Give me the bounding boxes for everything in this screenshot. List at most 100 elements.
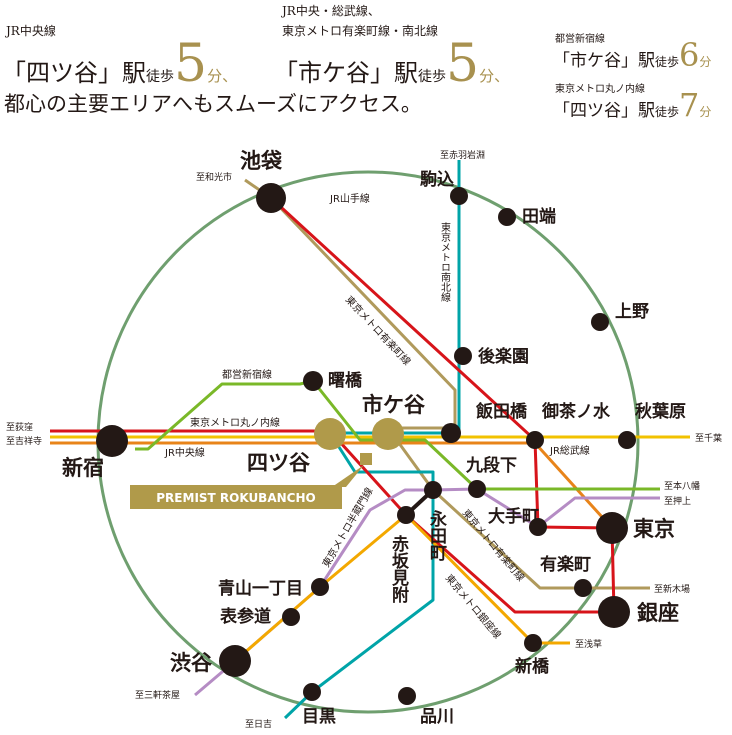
station-korakuen: 後楽園 [478,346,529,367]
line-label-sobu: JR総武線 [549,444,590,457]
ichigaya-shinjuku-line-label: 都営新宿線 [555,34,605,45]
tagline: 都心の主要エリアへもスムーズにアクセス。 [4,92,422,116]
ichigaya-lines-label-1: JR中央・総武線、 [282,4,380,18]
walk-minutes: 5 [174,34,208,94]
station-marker-tokyo[interactable] [596,512,628,544]
station-aoyama-itchome: 青山一丁目 [218,578,303,599]
walk-label: 徒歩 [418,69,446,85]
walk-minutes: 7 [679,86,700,124]
station-ichigaya: 市ケ谷 [362,392,426,417]
station-name: 「四ツ谷」駅 [553,101,655,121]
minutes-unit: 分 [699,105,712,119]
station-omotesando: 表参道 [220,606,271,627]
station-marker-shinbashi[interactable] [524,634,542,652]
yotsuya-jr-access: 「四ツ谷」駅徒歩5分、 [2,38,237,90]
station-yotsuya: 四ツ谷 [247,450,311,475]
yurakucho-line-south [386,427,650,590]
station-otemachi: 大手町 [488,506,539,527]
property-name: PREMIST ROKUBANCHO [156,491,315,505]
station-marker-shibuya[interactable] [219,645,251,677]
station-marker-shinjuku[interactable] [96,425,128,457]
station-name: 「市ケ谷」駅 [553,51,655,71]
yotsuya-jr-line-label: JR中央線 [6,24,56,38]
dest-kichijoji: 至吉祥寺 [6,435,42,447]
namboku-line [283,160,461,720]
dest-oshiage: 至押上 [664,495,691,507]
station-marker-akebonobashi[interactable] [303,371,323,391]
station-kudanshita: 九段下 [465,455,517,476]
property-location-marker [360,453,372,465]
walk-label: 徒歩 [655,105,680,119]
station-marker-yurakucho[interactable] [574,579,592,597]
station-shinagawa: 品川 [420,707,454,727]
minutes-unit: 分、 [207,67,238,85]
station-ikebukuro: 池袋 [240,148,283,173]
line-label-yurakucho: 東京メトロ有楽町線 [343,293,414,368]
dest-wakoshi: 至和光市 [196,171,232,183]
station-meguro: 目黒 [302,707,336,727]
station-marker-meguro[interactable] [303,683,321,701]
dest-sangenjaya: 至三軒茶屋 [135,689,180,701]
dest-asakusa: 至浅草 [575,638,602,650]
walk-label: 徒歩 [655,55,680,69]
ichigaya-access: 「市ケ谷」駅徒歩5分、 [274,38,509,90]
station-name: 「市ケ谷」駅 [274,59,418,87]
station-marker-aoyama-itchome[interactable] [311,578,329,596]
station-komagome: 駒込 [420,169,454,190]
station-marker-nagatacho[interactable] [424,481,442,499]
walk-label: 徒歩 [146,69,174,85]
station-marker-ueno[interactable] [591,313,609,331]
line-label-shinjuku: 都営新宿線 [222,368,272,381]
station-shinjuku: 新宿 [62,455,104,480]
station-tokyo: 東京 [633,516,675,541]
dest-shinkiba: 至新木場 [654,583,690,595]
station-tabata: 田端 [522,206,556,227]
station-marker-akasakamitsuke[interactable] [397,506,415,524]
station-marker-komagome[interactable] [450,187,468,205]
ichigaya-shinjuku-access: 「市ケ谷」駅徒歩6分 [553,36,711,74]
dest-ogikubo: 至荻窪 [6,421,33,433]
line-label-chuo: JR中央線 [164,446,205,459]
station-marker-yotsuya[interactable] [314,418,346,450]
station-ueno: 上野 [615,302,649,322]
line-label-namboku: 東京メトロ南北線 [439,221,451,302]
station-yurakucho: 有楽町 [540,554,591,575]
property-label-box [130,485,342,509]
station-marker-akihabara[interactable] [618,431,636,449]
walk-minutes: 6 [679,36,700,74]
station-akebonobashi: 曙橋 [328,370,363,391]
station-marker-korakuen[interactable] [454,347,472,365]
station-marker-shinagawa[interactable] [398,687,416,705]
dest-motoyawata: 至本八幡 [664,480,700,492]
station-name: 「四ツ谷」駅 [2,59,146,87]
station-iidabashi: 飯田橋 [475,401,528,422]
station-marker-ochanomizu[interactable] [526,431,544,449]
station-marker-otemachi[interactable] [529,518,547,536]
station-akasakamitsuke: 赤坂見附 [388,534,410,604]
line-label-marunouchi: 東京メトロ丸ノ内線 [190,416,280,429]
station-nagatacho: 永田町 [426,509,448,562]
station-ginza: 銀座 [637,600,679,625]
minutes-unit: 分 [699,55,712,69]
ichigaya-lines-label-2: 東京メトロ有楽町線・南北線 [282,24,439,38]
walk-minutes: 5 [446,34,480,94]
station-marker-ginza[interactable] [598,596,630,628]
dest-akabane: 至赤羽岩淵 [440,149,485,161]
station-shinbashi: 新橋 [515,656,550,677]
minutes-unit: 分、 [479,67,510,85]
station-marker-ikebukuro[interactable] [256,183,286,213]
property-callout-pointer [332,465,364,487]
station-marker-tabata[interactable] [498,208,516,226]
yotsuya-marunouchi-line-label: 東京メトロ丸ノ内線 [555,84,645,95]
station-shibuya: 渋谷 [170,650,213,675]
station-marker-iidabashi[interactable] [441,423,461,443]
line-label-yamanote: JR山手線 [329,192,370,205]
station-ochanomizu: 御茶ノ水 [541,401,611,422]
station-marker-ichigaya[interactable] [372,418,404,450]
station-marker-kudanshita[interactable] [468,480,486,498]
yotsuya-marunouchi-access: 「四ツ谷」駅徒歩7分 [553,86,711,124]
dest-chiba: 至千葉 [695,432,722,444]
station-marker-omotesando[interactable] [282,608,300,626]
station-akihabara: 秋葉原 [635,401,686,422]
